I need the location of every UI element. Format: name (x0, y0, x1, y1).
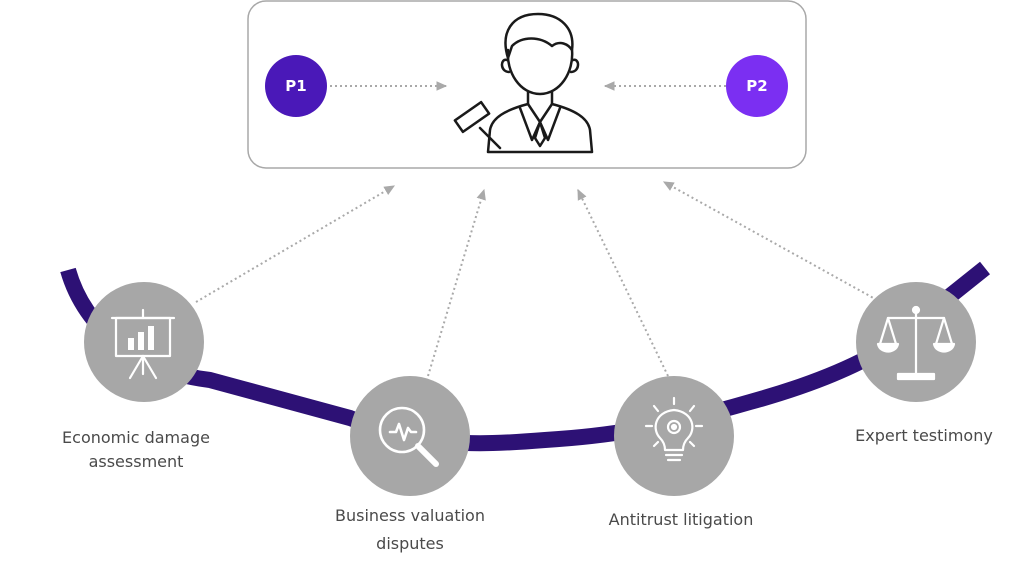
judge-with-gavel-icon (453, 12, 594, 154)
label-expert-testimony: Expert testimony (824, 424, 1024, 448)
lightbulb-gear-icon (644, 396, 704, 462)
label-economic-damage-line1: Economic damage (62, 428, 210, 447)
arrow-expert-to-judge (662, 181, 878, 301)
presentation-chart-icon (110, 308, 176, 380)
node-antitrust-circle (614, 376, 734, 496)
label-antitrust-line1: Antitrust litigation (608, 510, 754, 529)
label-economic-damage: Economic damage assessment (36, 426, 236, 474)
party-p1-label: P1 (285, 77, 306, 95)
node-expert-testimony (856, 282, 976, 402)
label-business-valuation-line2: disputes (376, 534, 444, 553)
label-antitrust: Antitrust litigation (581, 508, 781, 532)
balance-scale-icon (876, 305, 956, 381)
judge-box (247, 0, 807, 169)
arrow-economic-to-judge (195, 185, 396, 303)
label-business-valuation-line1: Business valuation (335, 506, 485, 525)
arrow-business-to-judge (427, 188, 486, 377)
party-p2: P2 (726, 55, 788, 117)
arrow-antitrust-to-judge (577, 188, 669, 377)
node-business-valuation-circle (350, 376, 470, 496)
label-business-valuation: Business valuation disputes (310, 502, 510, 558)
node-economic-damage (84, 282, 204, 402)
party-p2-circle (726, 55, 788, 117)
magnifier-pulse-icon (378, 406, 439, 467)
party-p1: P1 (265, 55, 327, 117)
node-antitrust (614, 376, 734, 496)
node-business-valuation (350, 376, 470, 496)
label-expert-testimony-line1: Expert testimony (855, 426, 993, 445)
label-economic-damage-line2: assessment (88, 452, 184, 471)
connecting-arc (60, 261, 990, 452)
party-p2-label: P2 (746, 77, 767, 95)
party-p1-circle (265, 55, 327, 117)
